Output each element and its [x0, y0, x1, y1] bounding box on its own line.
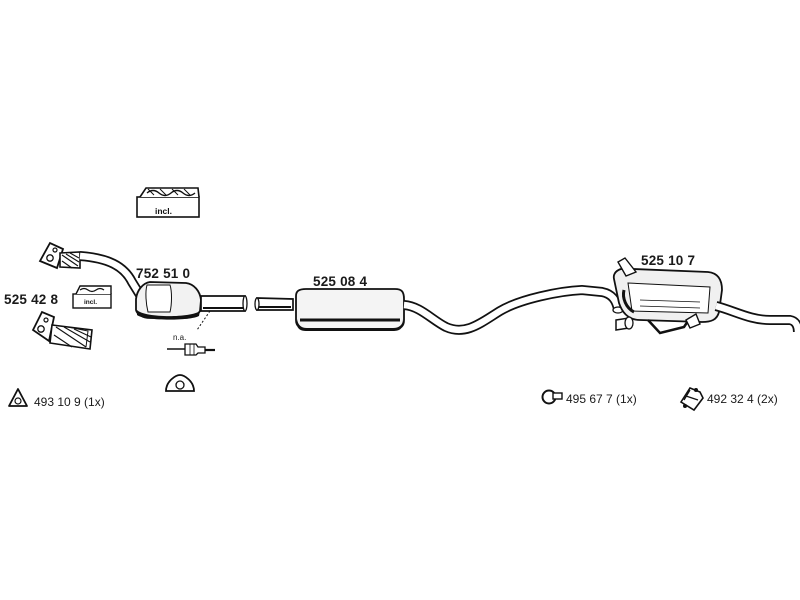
incl-note-small: incl. [84, 299, 98, 306]
lambda-sensor [167, 310, 215, 356]
middle-silencer [254, 288, 405, 331]
front-pipe-flange-top [38, 241, 81, 270]
hardware-label-clamp: 495 67 7 (1x) [566, 392, 637, 406]
part-number-middle-silencer: 525 08 4 [313, 274, 368, 289]
front-pipe [79, 251, 150, 306]
incl-kit-large [136, 187, 200, 218]
hardware-label-gasket: 493 10 9 (1x) [34, 395, 105, 409]
incl-note-large: incl. [155, 206, 173, 216]
rear-silencer [612, 257, 800, 335]
rubber-mount-icon [679, 387, 704, 412]
part-number-flange-set: 525 42 8 [4, 292, 59, 307]
catalytic-converter [135, 281, 248, 320]
incl-kit-small [72, 285, 112, 309]
clamp-gasket-icon [165, 374, 195, 392]
triangle-gasket-icon [8, 388, 28, 407]
part-number-rear-silencer: 525 10 7 [641, 253, 696, 268]
front-pipe-flange-bottom [31, 310, 93, 350]
part-number-catalytic-converter: 752 51 0 [136, 266, 191, 281]
sensor-note: n.a. [173, 333, 187, 342]
intermediate-pipe [403, 284, 624, 335]
clamp-ring-icon [541, 389, 563, 405]
hardware-label-mount: 492 32 4 (2x) [707, 392, 778, 406]
